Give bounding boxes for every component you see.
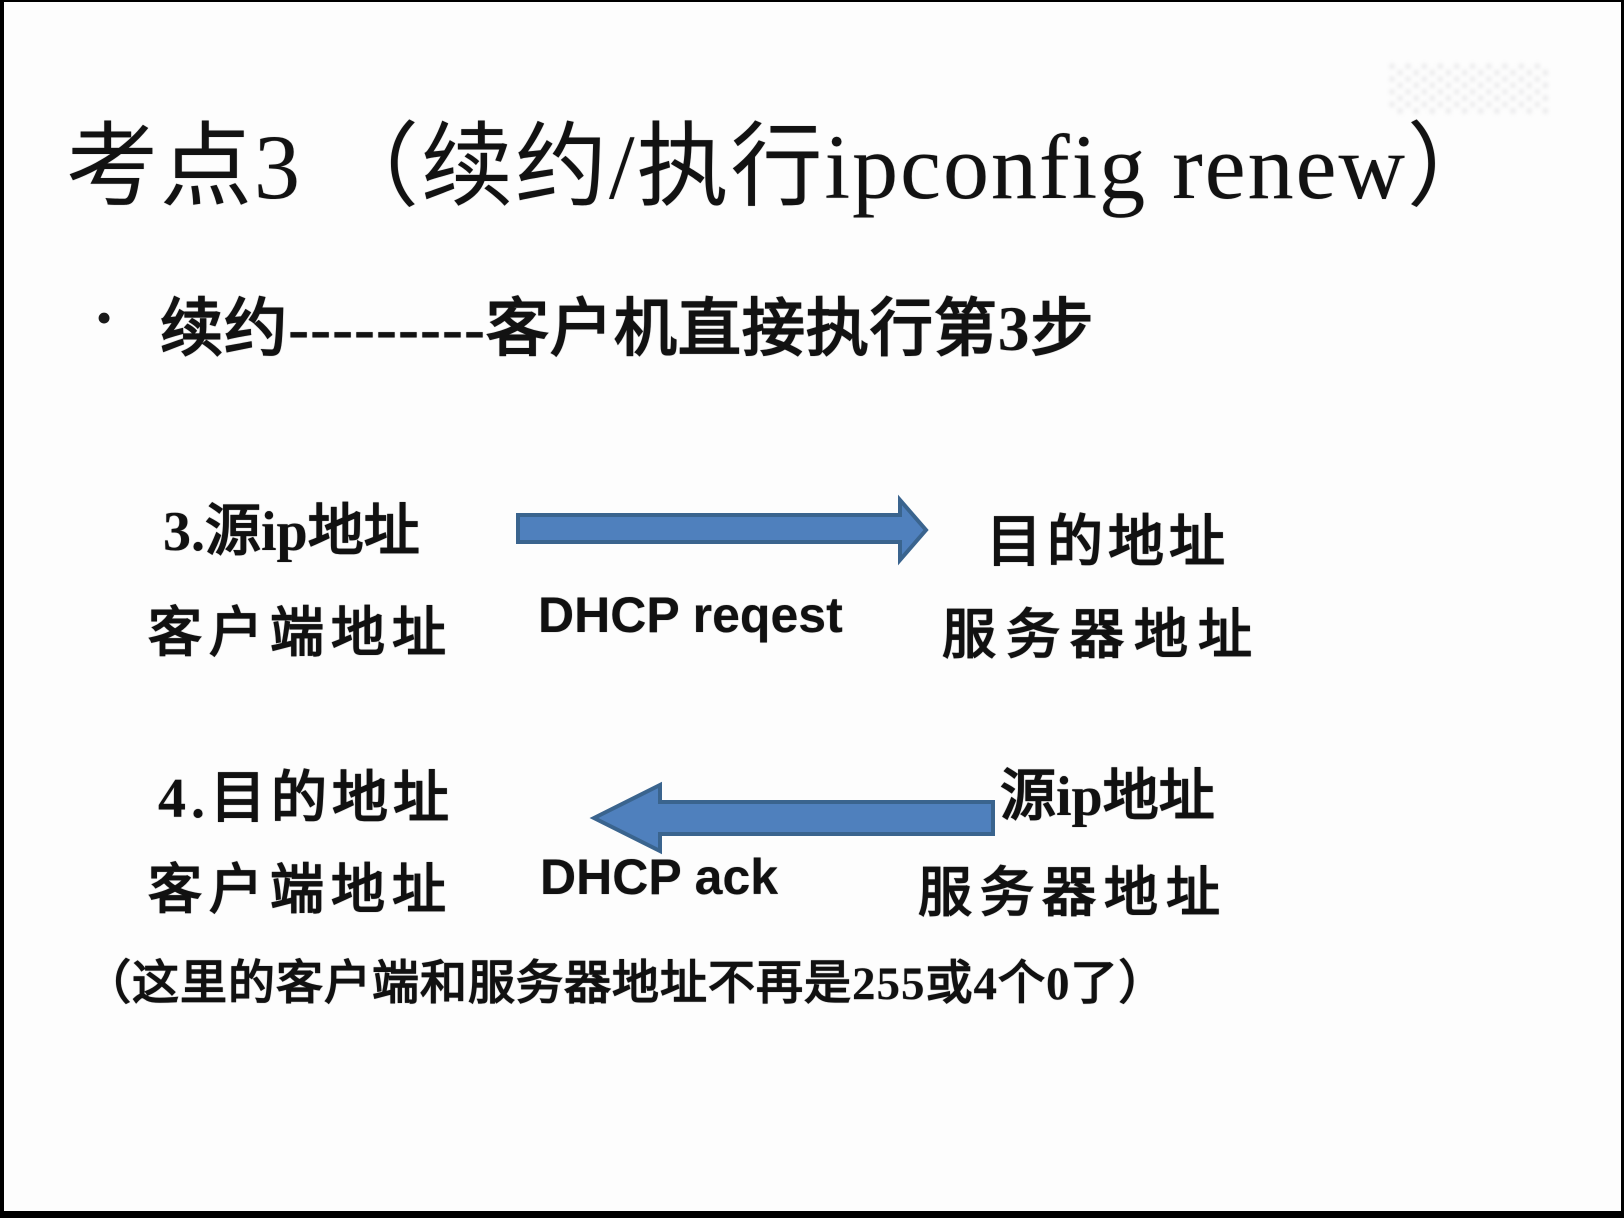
step4-destination-address-label: 4.目的地址 [158, 768, 454, 830]
step4-source-address-label: 源ip地址 [1000, 766, 1215, 828]
step3-client-address-label: 客户端地址 [148, 603, 453, 663]
step3-source-address-label: 3.源ip地址 [163, 501, 420, 563]
page-title: 考点3 （续约/执行ipconfig renew） [66, 116, 1501, 218]
note-text: （这里的客户端和服务器地址不再是255或4个0了） [84, 958, 1167, 1010]
frame-border-bottom [0, 1211, 1624, 1218]
frame-border-top [0, 0, 1624, 2]
step4-client-address-label: 客户端地址 [148, 860, 453, 920]
frame-border-left [0, 0, 4, 1218]
watermark: ░░░░░ [1390, 64, 1552, 113]
step3-message-label: DHCP reqest [538, 587, 843, 643]
frame-border-right [1621, 0, 1624, 1218]
step4-message-label: DHCP ack [540, 849, 779, 905]
arrow-left-shape [589, 781, 995, 855]
arrow-right-icon [516, 494, 929, 566]
step4-server-address-label: 服务器地址 [918, 863, 1228, 923]
arrow-right-shape [516, 494, 929, 566]
step3-server-address-label: 服务器地址 [942, 605, 1262, 665]
bullet-item: • 续约---------客户机直接执行第3步 [96, 278, 1094, 369]
bullet-text: 续约---------客户机直接执行第3步 [160, 294, 1095, 364]
bullet-marker: • [96, 292, 113, 343]
step3-destination-address-label: 目的地址 [986, 512, 1230, 574]
arrow-left-icon [589, 781, 995, 855]
